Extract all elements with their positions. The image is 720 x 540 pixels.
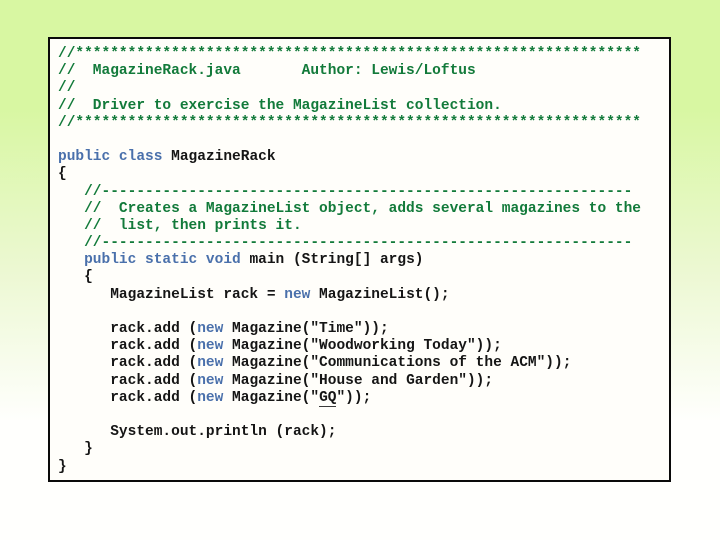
code-line: } bbox=[58, 459, 665, 476]
code-listing: //**************************************… bbox=[58, 46, 665, 476]
code-line: } bbox=[58, 441, 665, 458]
code-line: rack.add (new Magazine("Woodworking Toda… bbox=[58, 338, 665, 355]
code-token: { bbox=[58, 269, 93, 286]
code-token: rack.add ( bbox=[58, 372, 198, 389]
code-token: ")); bbox=[336, 389, 372, 406]
code-line: rack.add (new Magazine("Communications o… bbox=[58, 355, 665, 372]
comment-token: //--------------------------------------… bbox=[84, 235, 633, 252]
code-token bbox=[58, 201, 84, 217]
code-token bbox=[58, 218, 84, 234]
keyword-token: class bbox=[118, 149, 163, 166]
comment-token: //--------------------------------------… bbox=[84, 183, 633, 200]
code-line: rack.add (new Magazine("House and Garden… bbox=[58, 373, 665, 390]
comment-token: // bbox=[58, 80, 76, 97]
code-token: } bbox=[58, 458, 67, 475]
comment-token: // Creates a MagazineList object, adds s… bbox=[84, 200, 641, 217]
code-token: Magazine("Communications of the ACM")); bbox=[223, 355, 572, 372]
code-line: //--------------------------------------… bbox=[58, 235, 665, 252]
keyword-token: public static void bbox=[84, 252, 241, 269]
comment-token: // Driver to exercise the MagazineList c… bbox=[58, 97, 502, 114]
code-line: //--------------------------------------… bbox=[58, 184, 665, 201]
code-token: } bbox=[58, 441, 93, 458]
code-line: // bbox=[58, 80, 665, 97]
keyword-token: new bbox=[197, 372, 224, 389]
keyword-token: new bbox=[197, 355, 224, 372]
code-line: MagazineList rack = new MagazineList(); bbox=[58, 287, 665, 304]
code-line: public static void main (String[] args) bbox=[58, 252, 665, 269]
code-line: //**************************************… bbox=[58, 46, 665, 63]
code-token: main (String[] args) bbox=[240, 252, 424, 269]
keyword-token: new bbox=[284, 286, 311, 303]
code-token bbox=[110, 149, 119, 165]
code-token bbox=[58, 184, 84, 200]
code-line bbox=[58, 304, 665, 321]
code-panel: //**************************************… bbox=[48, 37, 671, 482]
code-token: Magazine(" bbox=[223, 389, 320, 406]
code-line: // list, then prints it. bbox=[58, 218, 665, 235]
code-line: public class MagazineRack bbox=[58, 149, 665, 166]
code-line bbox=[58, 132, 665, 149]
code-token: rack.add ( bbox=[58, 338, 198, 355]
comment-token: //**************************************… bbox=[58, 114, 641, 131]
code-token: rack.add ( bbox=[58, 389, 198, 406]
comment-token: // list, then prints it. bbox=[84, 217, 302, 234]
keyword-token: new bbox=[197, 321, 224, 337]
code-token bbox=[58, 252, 84, 268]
code-token: System.out.println (rack); bbox=[58, 424, 337, 441]
code-line: rack.add (new Magazine("Time")); bbox=[58, 321, 665, 338]
code-token: GQ bbox=[319, 389, 337, 407]
comment-token: //**************************************… bbox=[58, 46, 641, 62]
code-token: MagazineRack bbox=[162, 149, 276, 166]
code-token: rack.add ( bbox=[58, 321, 198, 337]
code-token: rack.add ( bbox=[58, 355, 198, 372]
code-token: { bbox=[58, 166, 67, 183]
code-token: Magazine("House and Garden")); bbox=[223, 372, 494, 389]
code-line: // MagazineRack.java Author: Lewis/Loftu… bbox=[58, 63, 665, 80]
code-line: System.out.println (rack); bbox=[58, 424, 665, 441]
code-line: { bbox=[58, 166, 665, 183]
code-token: Magazine("Time")); bbox=[223, 321, 389, 337]
code-line: rack.add (new Magazine("GQ")); bbox=[58, 389, 665, 407]
code-line: // Driver to exercise the MagazineList c… bbox=[58, 98, 665, 115]
code-line: // Creates a MagazineList object, adds s… bbox=[58, 201, 665, 218]
keyword-token: new bbox=[197, 338, 224, 355]
code-token bbox=[58, 235, 84, 251]
code-token: Magazine("Woodworking Today")); bbox=[223, 338, 502, 355]
code-line: //**************************************… bbox=[58, 115, 665, 132]
keyword-token: new bbox=[197, 389, 224, 406]
code-line: { bbox=[58, 269, 665, 286]
code-line bbox=[58, 407, 665, 424]
code-token: MagazineList rack = bbox=[58, 286, 285, 303]
code-token: MagazineList(); bbox=[310, 286, 450, 303]
comment-token: // MagazineRack.java Author: Lewis/Loftu… bbox=[58, 63, 476, 80]
keyword-token: public bbox=[58, 149, 111, 166]
